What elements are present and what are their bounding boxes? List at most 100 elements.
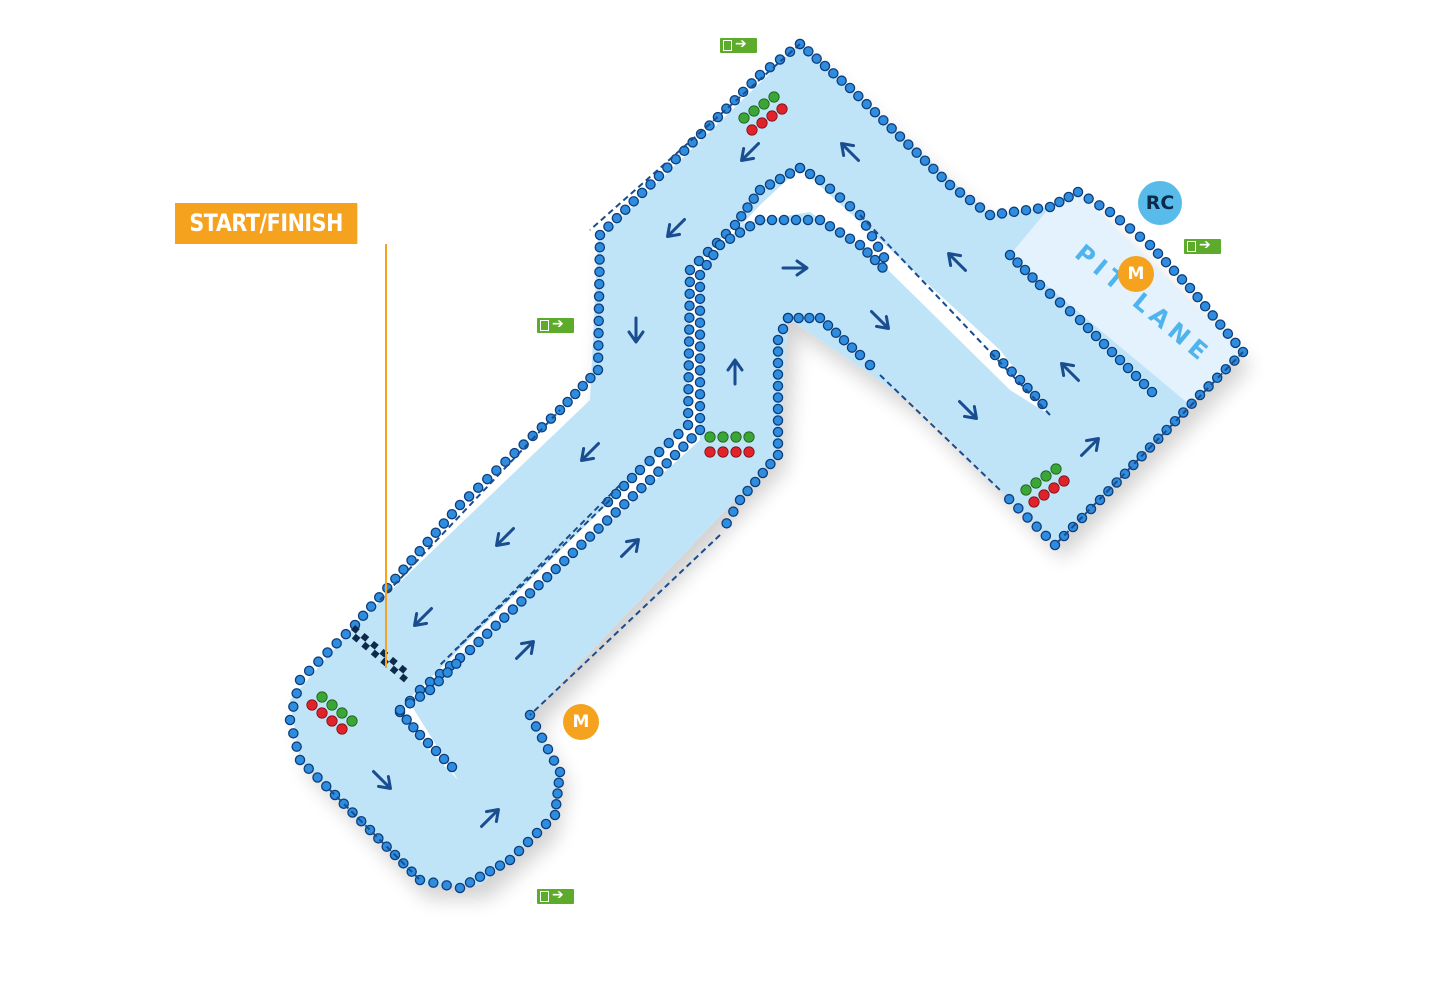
tyre-barrier bbox=[683, 372, 694, 383]
direction-arrow-icon bbox=[627, 316, 645, 344]
green-light bbox=[768, 91, 780, 103]
direction-arrow-icon bbox=[781, 259, 809, 277]
tyre-barrier bbox=[291, 741, 302, 752]
tyre-barrier bbox=[464, 877, 476, 888]
tyre-barrier bbox=[984, 209, 996, 221]
dashed-edge-line bbox=[879, 374, 1001, 491]
checker-square bbox=[399, 673, 409, 683]
tyre-barrier bbox=[533, 579, 544, 591]
tyre-barrier bbox=[446, 508, 458, 520]
marshal-pit-badge[interactable]: M bbox=[1118, 256, 1154, 292]
red-light bbox=[336, 723, 348, 735]
tyre-barrier bbox=[1063, 191, 1074, 203]
tyre-barrier bbox=[472, 482, 484, 493]
direction-arrow-icon bbox=[515, 640, 535, 660]
direction-arrow-icon bbox=[870, 310, 890, 330]
tyre-barrier bbox=[1144, 239, 1156, 251]
tyre-barrier bbox=[708, 249, 719, 261]
tyre-barrier bbox=[559, 555, 570, 567]
tyre-barrier bbox=[694, 293, 706, 305]
checker-square bbox=[360, 632, 370, 642]
direction-arrow-icon bbox=[1060, 362, 1080, 382]
tyre-barrier bbox=[673, 428, 684, 440]
tyre-barrier bbox=[422, 536, 433, 548]
tyre-barrier bbox=[683, 360, 695, 371]
tyre-barrier bbox=[684, 276, 696, 288]
tyre-barrier bbox=[603, 221, 614, 232]
checker-square bbox=[389, 665, 399, 675]
tyre-barrier bbox=[782, 312, 794, 324]
tyre-barrier bbox=[694, 412, 706, 424]
tyre-barrier bbox=[1064, 305, 1076, 317]
tyre-barriers bbox=[284, 38, 1249, 894]
tyre-barrier bbox=[684, 312, 695, 323]
tyre-barrier bbox=[404, 698, 416, 709]
tyre-barrier bbox=[414, 545, 425, 557]
dashed-edge-line bbox=[1054, 351, 1244, 546]
tyre-barrier bbox=[749, 476, 761, 488]
direction-arrow-icon bbox=[726, 358, 744, 386]
tyre-barrier bbox=[594, 266, 605, 278]
dashed-edge-line bbox=[454, 484, 621, 651]
direction-arrow-icon bbox=[740, 142, 760, 162]
tyre-barrier bbox=[1072, 186, 1084, 198]
tyre-barrier bbox=[463, 491, 475, 502]
race-control-badge[interactable]: RC bbox=[1138, 181, 1182, 225]
tyre-barrier bbox=[365, 601, 377, 612]
tyre-barrier bbox=[729, 219, 741, 231]
tyre-barrier bbox=[1124, 223, 1136, 234]
tyre-barrier bbox=[754, 184, 766, 196]
tyre-barrier bbox=[804, 168, 816, 180]
tyre-barrier bbox=[1207, 310, 1218, 321]
tyre-barrier bbox=[536, 732, 548, 744]
tyre-barrier bbox=[803, 46, 814, 57]
tyre-barrier bbox=[594, 278, 605, 290]
tyre-barrier bbox=[331, 638, 342, 649]
tyre-barrier bbox=[928, 163, 939, 175]
tyre-barrier bbox=[998, 358, 1009, 369]
tyre-barrier bbox=[1012, 257, 1023, 268]
direction-arrows bbox=[372, 142, 1100, 828]
tyre-barrier bbox=[802, 214, 814, 226]
tyre-barrier bbox=[1032, 203, 1044, 214]
tyre-barrier bbox=[844, 82, 856, 94]
tyre-barrier bbox=[784, 168, 796, 179]
tyre-barrier bbox=[524, 588, 536, 599]
tyre-barrier bbox=[288, 728, 299, 739]
direction-arrow-icon bbox=[947, 252, 967, 272]
tyre-barrier bbox=[1019, 264, 1031, 276]
tyre-barrier bbox=[442, 667, 453, 678]
green-light bbox=[748, 105, 760, 117]
tyre-barrier bbox=[1094, 200, 1105, 211]
tyre-barrier bbox=[1215, 319, 1226, 330]
tyre-barrier bbox=[464, 644, 476, 656]
tyre-barrier bbox=[491, 465, 502, 476]
tyre-barrier bbox=[569, 388, 581, 400]
tyre-barrier bbox=[814, 174, 826, 186]
tyre-barrier bbox=[1138, 378, 1150, 390]
tyre-barrier bbox=[669, 449, 681, 461]
green-light bbox=[326, 699, 338, 711]
tyre-barrier bbox=[294, 754, 306, 766]
tyre-barrier bbox=[678, 441, 689, 452]
tyre-barrier bbox=[313, 656, 324, 667]
red-light bbox=[743, 446, 755, 458]
tyre-barrier bbox=[620, 204, 631, 215]
tyre-barrier bbox=[694, 377, 706, 388]
tyre-barrier bbox=[549, 809, 561, 821]
tyre-barrier bbox=[636, 482, 647, 494]
direction-arrow-icon bbox=[580, 442, 600, 462]
tyre-barrier bbox=[861, 98, 872, 110]
tyre-barrier bbox=[774, 173, 786, 185]
tyre-barrier bbox=[1004, 249, 1016, 261]
tyre-barrier bbox=[757, 467, 769, 479]
red-light bbox=[1048, 482, 1060, 494]
tyre-barrier bbox=[684, 300, 695, 312]
tyre-barrier bbox=[954, 187, 966, 198]
marshal-south-badge[interactable]: M bbox=[563, 704, 599, 740]
direction-arrow-icon bbox=[480, 808, 500, 828]
tyre-barrier bbox=[428, 877, 439, 888]
tyre-barrier bbox=[593, 303, 605, 314]
red-light bbox=[1058, 475, 1070, 487]
red-light bbox=[1028, 496, 1040, 508]
